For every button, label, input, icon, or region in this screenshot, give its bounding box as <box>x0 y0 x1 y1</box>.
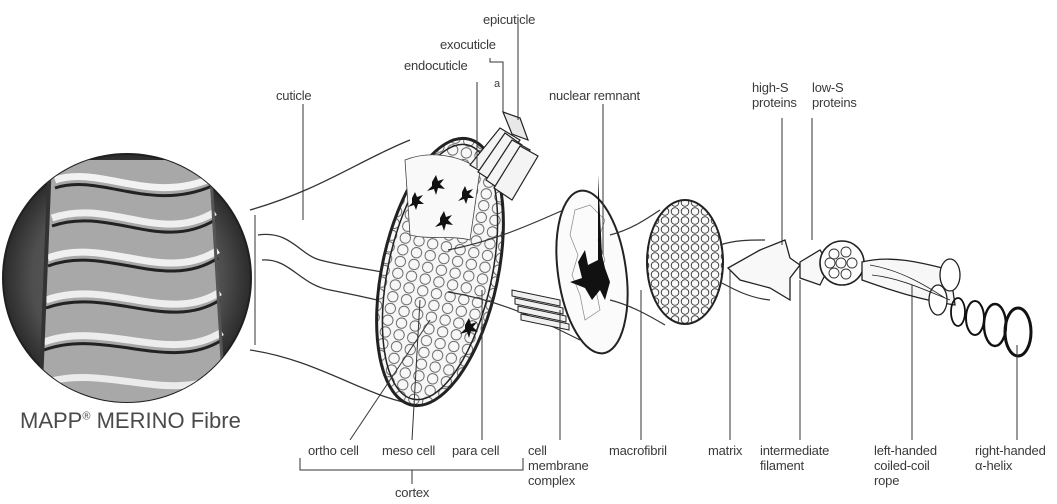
label-exocuticle: exocuticle <box>440 37 496 52</box>
label-if-line2: filament <box>760 458 804 473</box>
diagram-title: MAPP® MERINO Fibre <box>20 408 241 434</box>
label-epicuticle: epicuticle <box>483 12 535 27</box>
label-nuclear-remnant: nuclear remnant <box>549 88 640 103</box>
registered-mark: ® <box>82 411 90 423</box>
title-brand: MAPP <box>20 408 82 433</box>
label-matrix: matrix <box>708 443 742 458</box>
label-high-s-line2: proteins <box>752 95 797 110</box>
label-cortex: cortex <box>395 485 429 500</box>
label-low-s-line2: proteins <box>812 95 857 110</box>
label-high-s-line1: high-S <box>752 80 788 95</box>
macrofibril-disc <box>647 200 723 324</box>
label-a: a <box>494 77 500 92</box>
label-rh-line1: right-handed <box>975 443 1046 458</box>
label-ortho-cell: ortho cell <box>308 443 359 458</box>
label-cmc-line1: cell <box>528 443 547 458</box>
alpha-helix-coil <box>951 298 1031 356</box>
protofibril-bundle <box>820 241 864 285</box>
label-lh-line2: coiled-coil <box>874 458 930 473</box>
label-cmc-line3: complex <box>528 473 575 488</box>
label-meso-cell: meso cell <box>382 443 435 458</box>
label-macrofibril: macrofibril <box>609 443 667 458</box>
sem-fibre-photo <box>0 150 260 410</box>
coiled-coil-rope <box>862 259 960 315</box>
label-cuticle: cuticle <box>276 88 311 103</box>
label-lh-line1: left-handed <box>874 443 937 458</box>
label-cmc-line2: membrane <box>528 458 589 473</box>
label-lh-line3: rope <box>874 473 899 488</box>
label-para-cell: para cell <box>452 443 499 458</box>
label-if-line1: intermediate <box>760 443 829 458</box>
label-rh-line2: α-helix <box>975 458 1012 473</box>
label-low-s-line1: low-S <box>812 80 844 95</box>
intermediate-filament-shape <box>728 240 830 300</box>
label-endocuticle: endocuticle <box>404 58 468 73</box>
title-rest: MERINO Fibre <box>97 408 241 433</box>
